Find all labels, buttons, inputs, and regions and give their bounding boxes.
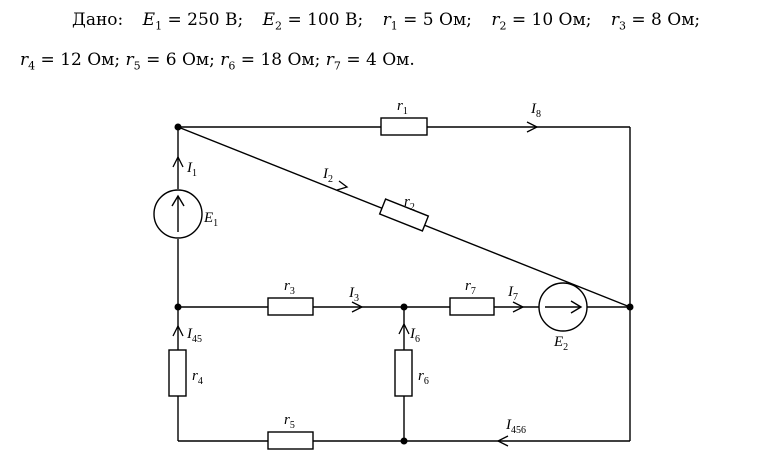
resistor-r6 [394,349,413,397]
source-E2-arrow-icon [570,300,583,314]
label-I45: I45 [186,326,202,345]
arrow-I45-icon [172,324,184,337]
node-mid-right [626,303,634,311]
label-r7: r7 [465,278,476,297]
arrow-I7-icon [512,301,525,313]
node-mid-center [400,303,408,311]
given-item-r2: r2 = 10 Ом; [491,10,592,33]
label-E1: E1 [203,210,218,229]
label-r4: r4 [192,368,203,387]
node-top-left [174,123,182,131]
label-I8: I8 [530,101,541,120]
label-r1: r1 [397,98,408,117]
given-item-r7: r7 = 4 Ом. [325,50,415,73]
resistor-r3 [267,297,314,316]
arrow-I1-icon [172,155,184,168]
given-item-r5: r5 = 6 Ом; [125,50,215,73]
nodes [174,123,634,445]
resistor-r2 [378,198,430,232]
given-line-1: Дано: E1 = 250 В; E2 = 100 В; r1 = 5 Ом;… [72,10,700,32]
label-I3: I3 [348,285,359,304]
source-E2 [538,282,588,332]
label-E2: E2 [553,334,568,353]
given-item-r4: r4 = 12 Ом; [20,50,121,73]
resistor-r4 [168,349,187,397]
resistor-r5 [267,431,314,450]
label-r3: r3 [284,278,295,297]
given-item-E1: E1 = 250 В; [142,10,244,33]
label-r6: r6 [418,368,429,387]
label-r2: r2 [404,194,415,213]
source-E1 [153,189,203,239]
given-item-E2: E2 = 100 В; [262,10,364,33]
label-I2: I2 [322,166,333,185]
arrow-I456-icon [496,435,509,447]
label-r5: r5 [284,412,295,431]
resistor-r7 [449,297,495,316]
label-I6: I6 [409,326,420,345]
given-intro: Дано: [72,10,124,30]
arrow-I3-icon [351,301,364,313]
arrow-I8-icon [526,121,539,133]
label-I7: I7 [507,284,518,303]
given-item-r1: r1 = 5 Ом; [382,10,472,33]
node-bottom-center [400,437,408,445]
given-item-r3: r3 = 8 Ом; [610,10,701,33]
given-item-r6: r6 = 18 Ом; [220,50,321,73]
node-mid-left [174,303,182,311]
current-arrows [172,121,539,447]
given-line-2: r4 = 12 Ом; r5 = 6 Ом; r6 = 18 Ом; r7 = … [20,50,415,72]
arrow-I6-icon [398,322,410,335]
label-I456: I456 [505,417,526,436]
resistor-r1 [380,117,428,136]
arrow-I2-icon [336,180,349,191]
label-I1: I1 [186,160,197,179]
source-E1-arrow-icon [171,194,185,207]
